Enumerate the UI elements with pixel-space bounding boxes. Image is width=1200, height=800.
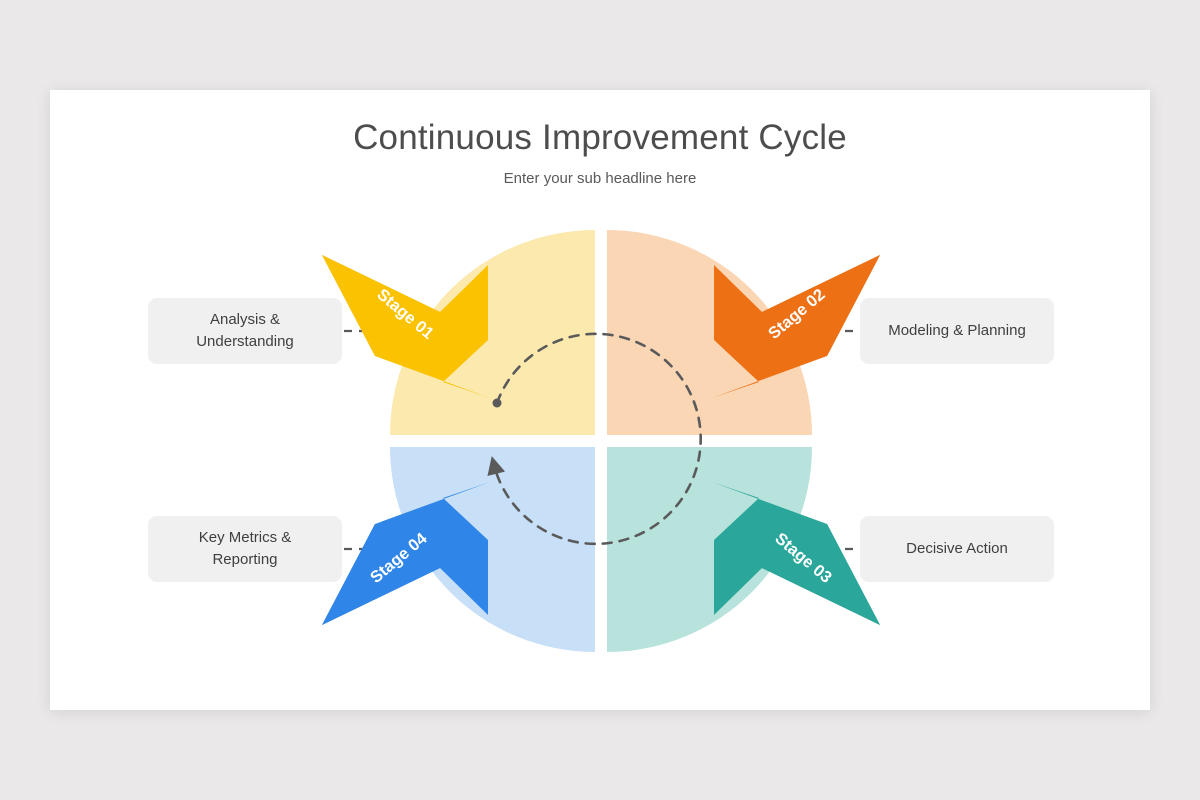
cycle-arc — [487, 332, 702, 546]
label-box-stage-02[interactable]: Modeling & Planning — [860, 298, 1054, 364]
quadrant-backgrounds — [390, 230, 812, 652]
label-box-stage-04[interactable]: Key Metrics & Reporting — [148, 516, 342, 582]
arrow-stage-03-body — [712, 482, 880, 625]
page-title: Continuous Improvement Cycle — [353, 118, 847, 157]
page-subtitle: Enter your sub headline here — [503, 170, 697, 187]
arrow-stage-02-body — [712, 255, 880, 398]
label-text-stage-04: Key Metrics & Reporting — [198, 529, 292, 568]
label-text-stage-02: Modeling & Planning — [888, 322, 1026, 340]
quadrant-bg-stage-02 — [607, 230, 812, 435]
arrow-stage-04[interactable]: Stage 04 — [322, 482, 490, 625]
slide-canvas: Continuous Improvement Cycle Enter your … — [50, 90, 1150, 710]
quadrant-bg-stage-03 — [607, 447, 812, 652]
arrow-stage-01-body — [322, 255, 490, 398]
quadrant-bg-stage-04 — [390, 447, 595, 652]
label-box-stage-03[interactable]: Decisive Action — [860, 516, 1054, 582]
label-box-stage-01[interactable]: Analysis & Understanding — [148, 298, 342, 364]
arrow-stage-03[interactable]: Stage 03 — [712, 482, 880, 625]
arrow-stage-02[interactable]: Stage 02 — [712, 255, 880, 398]
arrow-stage-04-body — [322, 482, 490, 625]
label-text-stage-03: Decisive Action — [906, 540, 1008, 558]
quadrant-bg-stage-01 — [390, 230, 595, 435]
label-text-stage-01: Analysis & Understanding — [196, 311, 294, 350]
cycle-diagram: Stage 01 Stage 02 Stage 04 Stage 03 — [322, 230, 880, 652]
